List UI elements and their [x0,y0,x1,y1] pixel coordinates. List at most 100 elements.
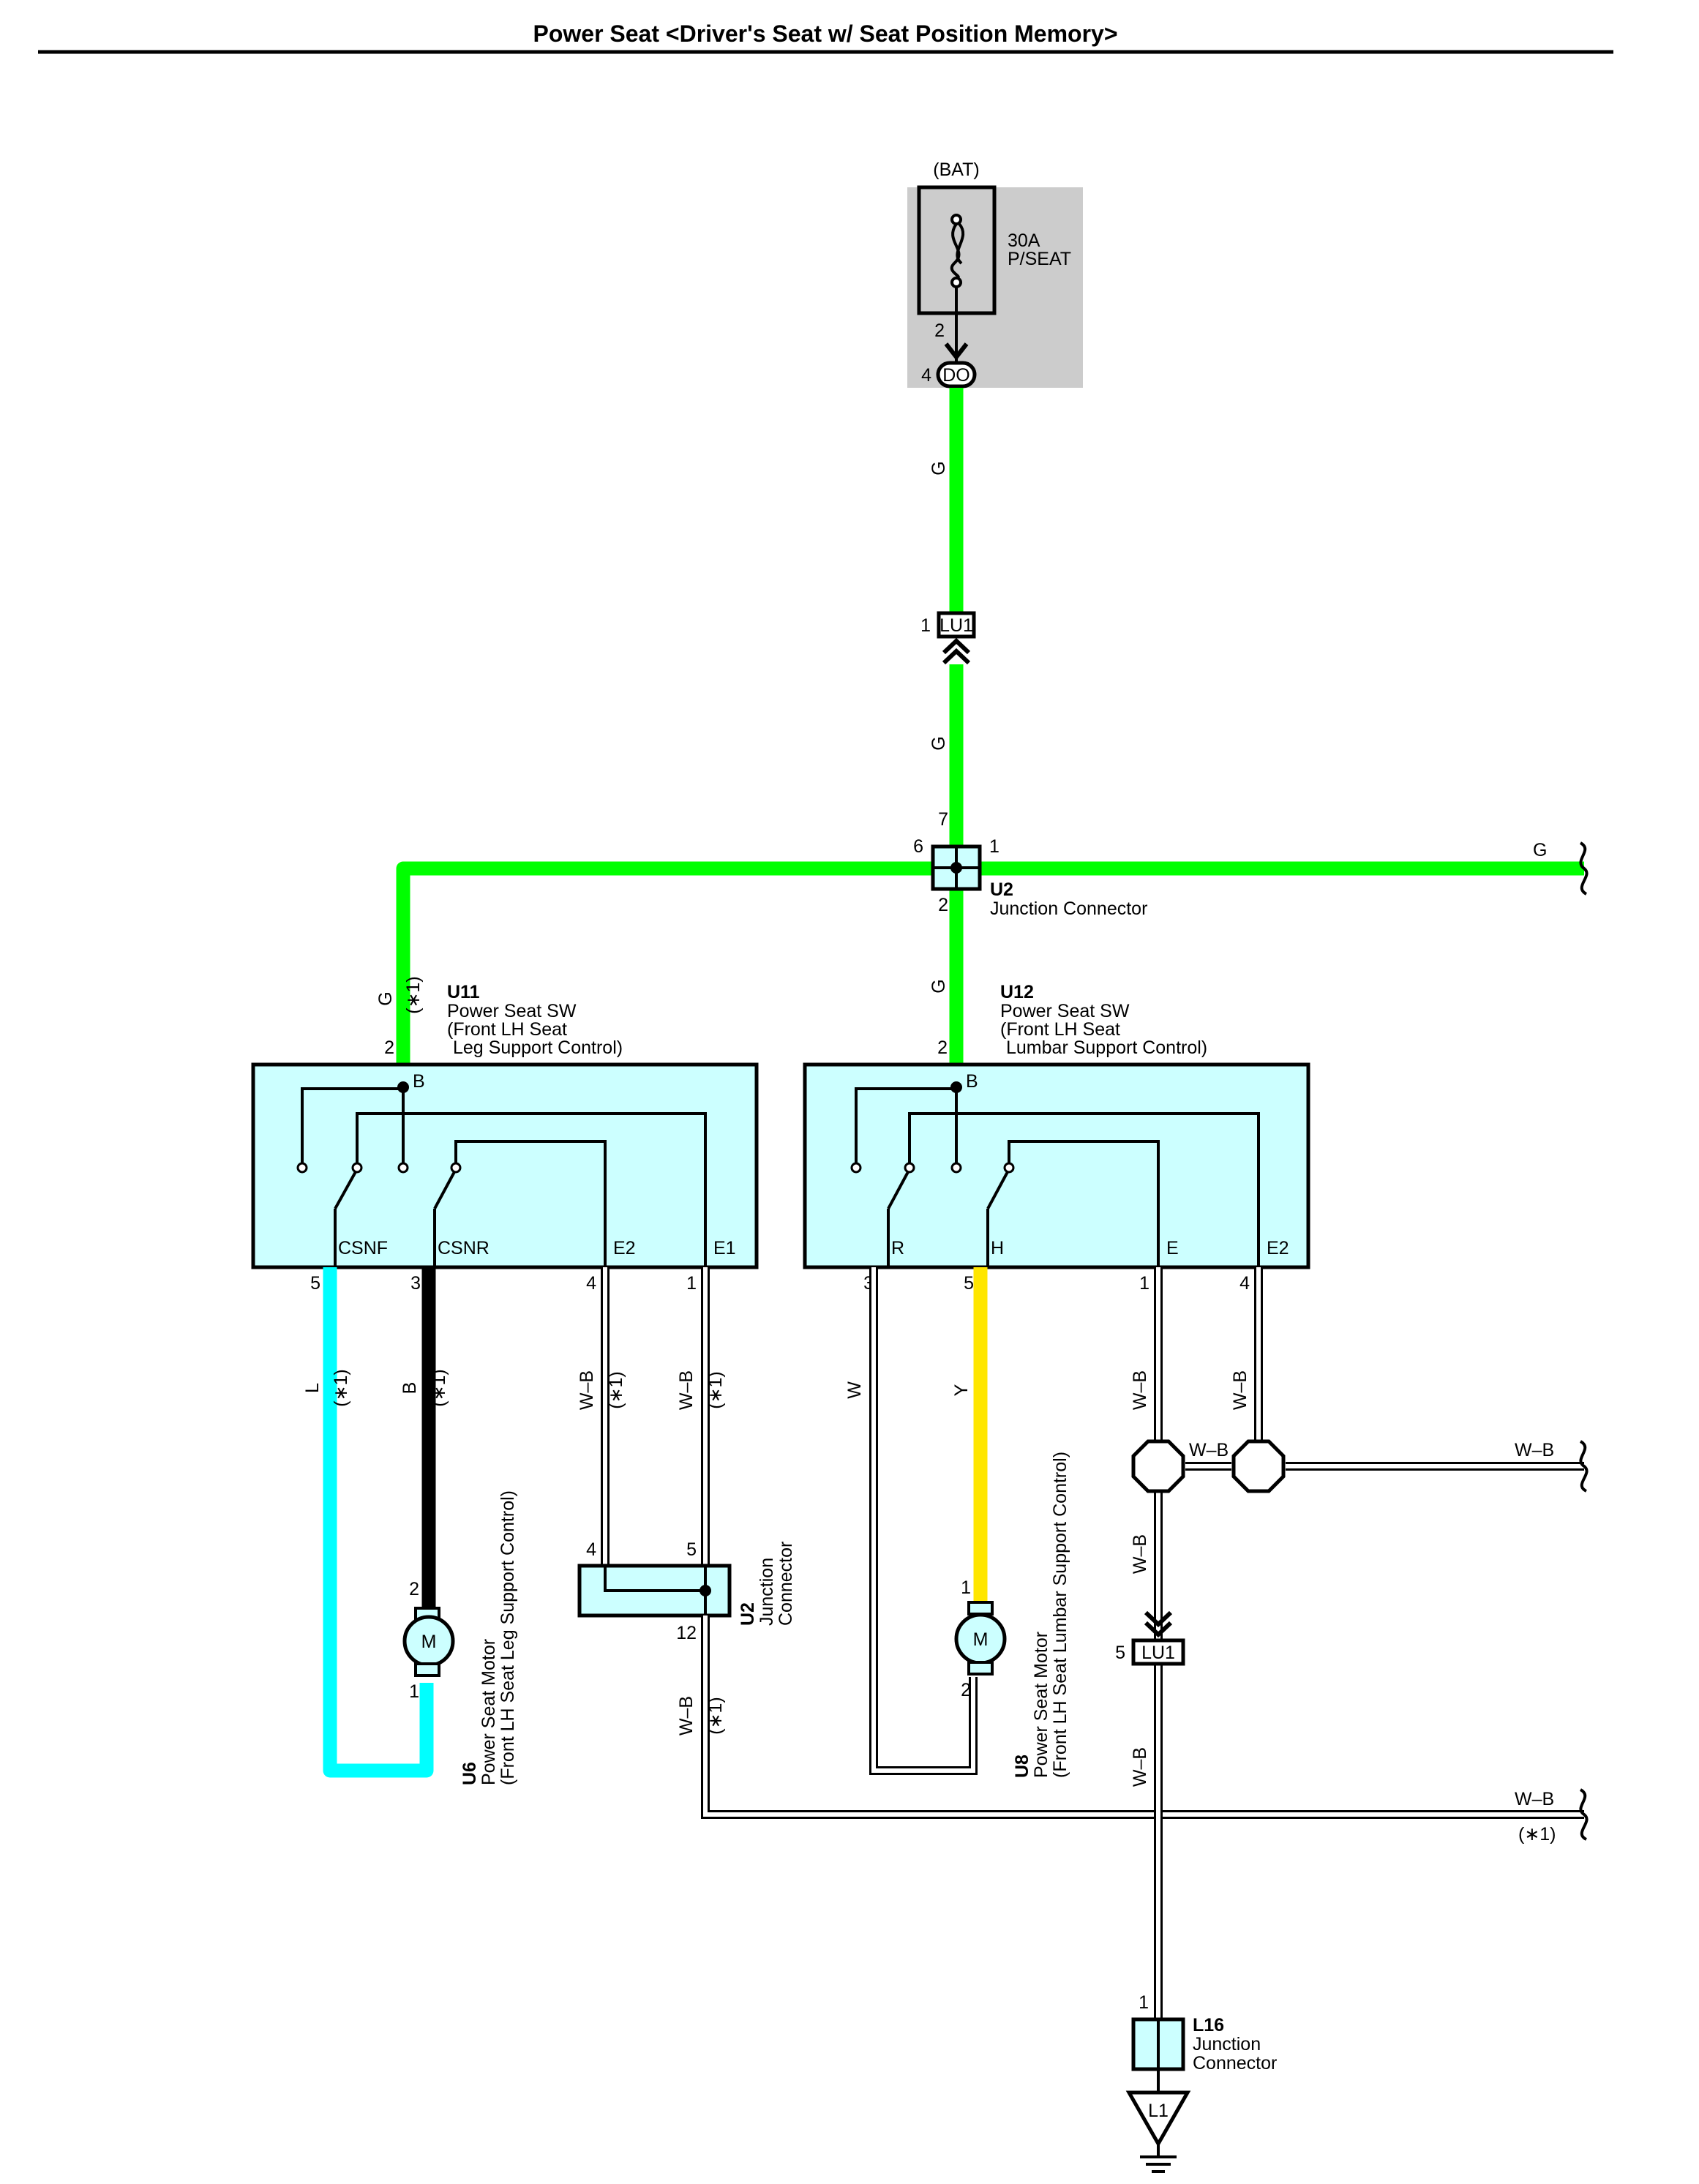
u11-term-csnr: CSNR [438,1238,490,1258]
lu1-bottom-arrow [1144,1610,1173,1638]
wire-l-note: (∗1) [331,1369,351,1407]
wire-wb-label-e2-u12: W–B [1230,1370,1250,1410]
wire-wb-label-u2: W–B [676,1696,697,1735]
wire-wb-label-right: W–B [1515,1440,1554,1460]
wire-g-label-3: G [929,979,949,993]
wire-wb-note-e2: (∗1) [606,1371,626,1409]
wire-g-label-2: G [929,736,949,750]
wire-g-label-right: G [1533,840,1547,860]
u12-b-dot [950,1081,962,1093]
wire-break-wb-bottom [1579,1788,1589,1841]
u12-term-b: B [966,1071,978,1092]
wire-wb-label-splice: W–B [1189,1440,1229,1460]
u11-switch-box [251,1062,759,1269]
u8-motor-label: M [973,1629,989,1650]
wire-l-label: L [302,1383,323,1393]
wire-b-note: (∗1) [429,1369,449,1407]
wire-note-g: (∗1) [403,976,424,1014]
u11-term-b: B [413,1071,425,1092]
ground-icon [1140,2144,1177,2173]
u2-junction-dot [950,862,962,874]
u6-pin-bottom: 1 [409,1681,419,1702]
do-connector [936,361,977,389]
u12-pin-e2: 4 [1239,1273,1250,1294]
u2-pin-left: 6 [913,836,923,857]
u6-motor-label: M [421,1632,437,1652]
wire-wb-u11 [601,1267,710,1566]
u2-lower-name-1: Junction [757,1558,777,1626]
u2-pin-right: 1 [989,836,999,857]
u11-name-2: (Front LH Seat [447,1019,567,1040]
l16-id: L16 [1193,2015,1224,2035]
wire-wb-u12 [1154,1267,1584,2019]
u2-lower-name-2: Connector [776,1542,796,1626]
wire-wb-label-e1: W–B [676,1370,697,1410]
u8-pin-bottom: 2 [961,1680,971,1700]
l16-pin: 1 [1139,1992,1149,2013]
wire-break-g [1579,841,1589,896]
u11-pin-in: 2 [384,1037,394,1058]
u6-pin-top: 2 [409,1579,419,1599]
lu1-bottom-label: LU1 [1141,1643,1175,1663]
fuse-rating: 30A [1008,230,1040,251]
wire-w-label: W [844,1381,865,1399]
wire-wb-note-e1: (∗1) [705,1371,726,1409]
wire-l-cyan [323,1267,434,1778]
wire-w-loop [869,1267,978,1775]
u12-pin-e: 1 [1139,1273,1149,1294]
splice-point-e2 [1231,1439,1286,1493]
wire-y-label: Y [951,1384,972,1396]
u2-pin-top: 7 [938,809,948,830]
fuse-connector-arrow [944,342,969,361]
wire-wb-label-l16: W–B [1130,1747,1150,1787]
u11-name-3: Leg Support Control) [453,1037,623,1058]
u6-name-2: (Front LH Seat Leg Support Control) [498,1490,518,1785]
u6-id: U6 [460,1762,480,1785]
u11-pin-e1: 1 [686,1273,697,1294]
lu1-top-connector [937,611,976,639]
u11-pin-e2: 4 [586,1273,596,1294]
ground-triangle [1125,2090,1191,2148]
u11-internal-circuit [301,1084,707,1267]
u11-pin-csnf: 5 [310,1273,320,1294]
fuse-icon [950,214,965,288]
u12-switch-contacts [850,1162,1015,1174]
green-wires [396,388,1584,1072]
u12-pin-in: 2 [937,1037,948,1058]
lu1-top-pin: 1 [920,615,931,636]
u12-term-e: E [1166,1238,1179,1258]
u6-motor-bottom-tab [414,1662,440,1677]
ground-label: L1 [1148,2101,1169,2121]
u12-pin-h: 5 [964,1273,974,1294]
u6-name-1: Power Seat Motor [479,1639,499,1785]
wire-g-label-1: G [929,461,949,475]
wire-w-loop-inner [871,1267,975,1773]
u11-term-e1: E1 [713,1238,736,1258]
wire-wb-note-bottom-right: (∗1) [1518,1824,1556,1845]
u2-lower-pin-b: 5 [686,1539,697,1560]
u8-name-1: Power Seat Motor [1031,1632,1051,1778]
u2-pin-bottom: 2 [938,895,948,915]
u8-name-2: (Front LH Seat Lumbar Support Control) [1050,1452,1070,1778]
u12-name-2: (Front LH Seat [1000,1019,1120,1040]
splice-point-e [1131,1439,1185,1493]
u11-switch-contacts [296,1162,462,1174]
u2-lower-pin-a: 4 [586,1539,596,1560]
wire-wb-u2-bottom-inner [703,1616,1584,1817]
lu1-top-arrow [942,637,971,665]
fuse-source-label: (BAT) [933,160,979,180]
do-connector-pin: 4 [921,365,931,386]
u8-pin-top: 1 [961,1577,971,1598]
do-connector-label: DO [942,365,970,386]
fuse-name: P/SEAT [1008,249,1071,269]
fuse-pin: 2 [934,320,945,341]
u8-motor-bottom-tab [967,1661,994,1675]
u12-internal-circuit [855,1084,1260,1267]
u2-name: Junction Connector [990,898,1147,919]
lu1-bottom-connector [1131,1638,1185,1666]
wire-wb-note-u2: (∗1) [705,1697,726,1735]
u11-id: U11 [447,982,480,1002]
u12-id: U12 [1000,982,1034,1002]
wire-g-label-4: G [375,991,396,1005]
